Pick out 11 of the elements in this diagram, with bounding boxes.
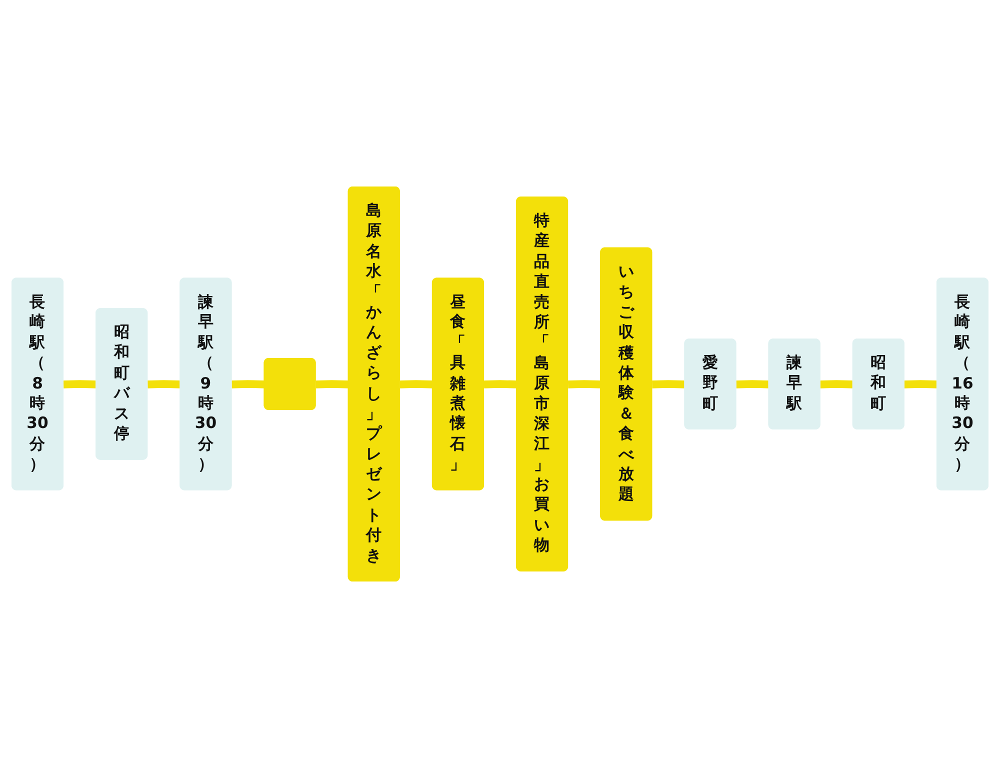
connector [736,380,770,388]
connector [484,380,517,388]
connector [652,380,686,388]
connector [904,380,938,388]
connector [316,380,349,388]
connector [148,380,181,388]
connector [63,380,97,388]
connector [232,380,265,388]
connector [400,380,433,388]
connector [568,380,602,388]
connector [820,380,854,388]
